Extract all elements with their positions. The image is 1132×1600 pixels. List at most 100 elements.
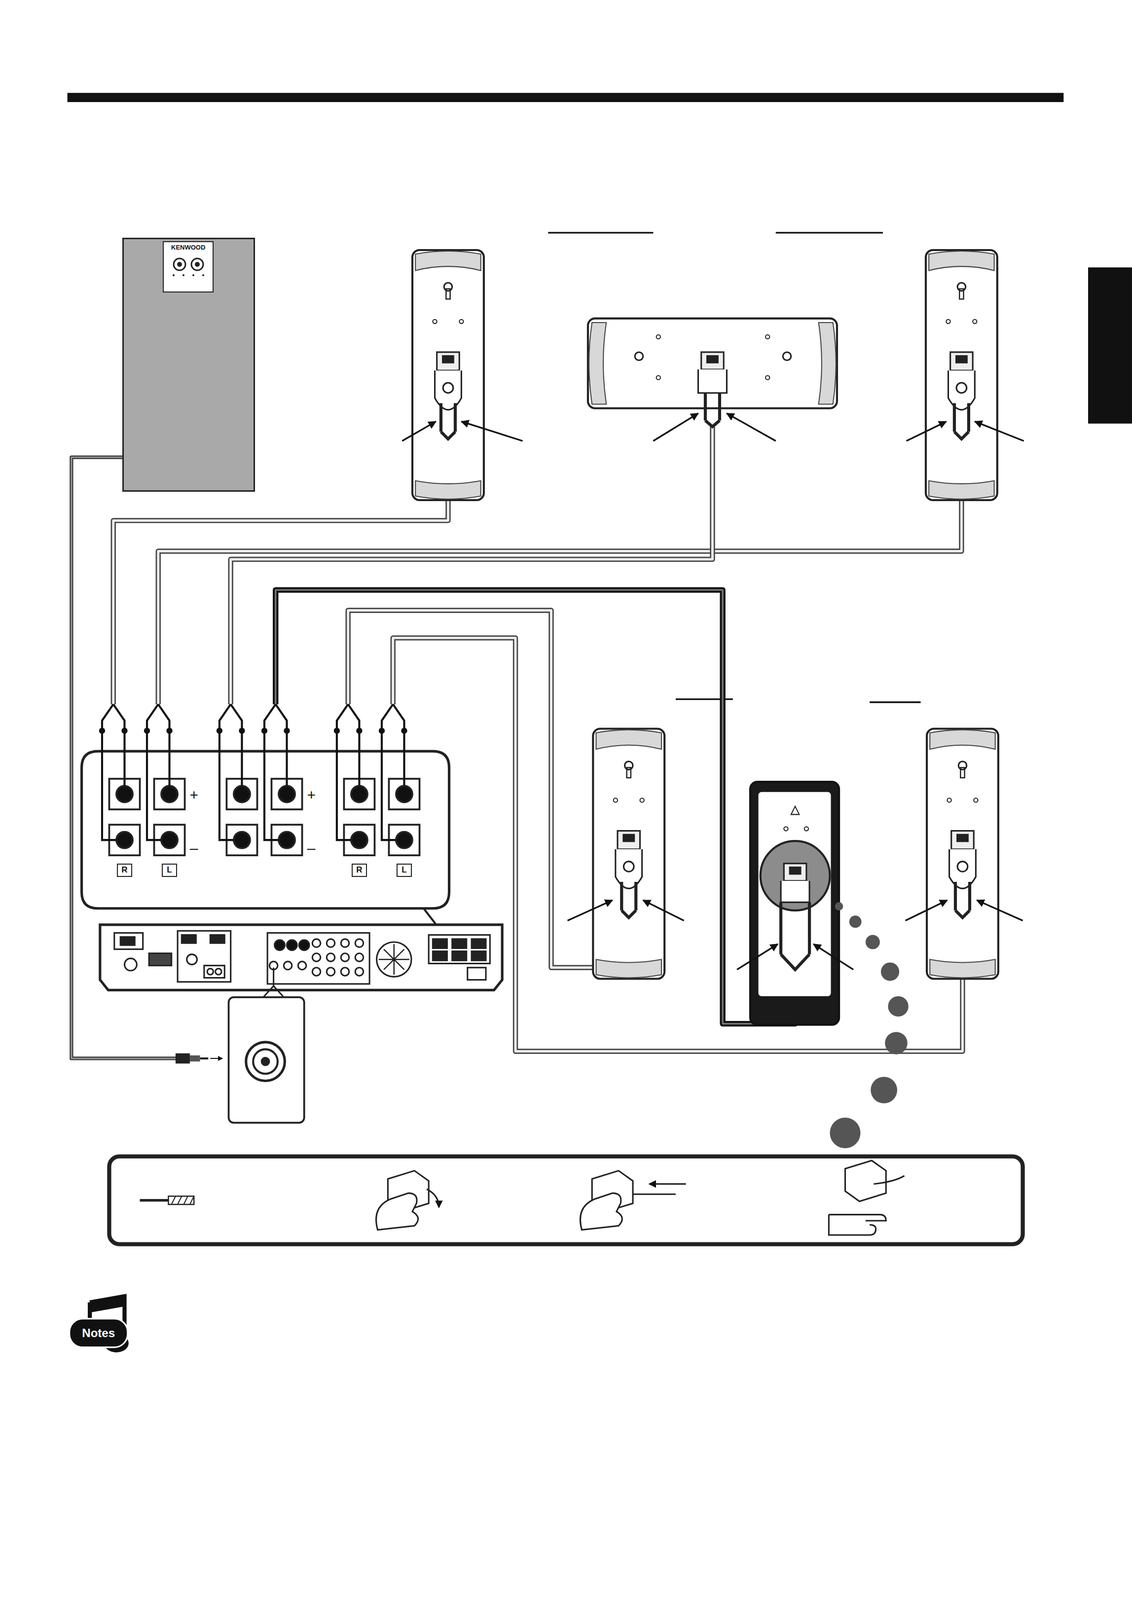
receiver-rear-panel [148, 953, 172, 966]
wire-tip [144, 727, 150, 734]
rear-speaker [791, 806, 800, 815]
wire-tip [216, 727, 223, 734]
wire-end [393, 704, 405, 787]
speaker-terminal [396, 785, 413, 803]
receiver-rear-panel [100, 924, 503, 990]
receiver-rear-panel [297, 961, 307, 970]
label-underline [547, 232, 921, 703]
speaker-cable [71, 426, 963, 1059]
instruction-box [426, 1189, 439, 1208]
wire-tip [166, 727, 173, 734]
center-speaker [782, 352, 792, 361]
receiver-rear-panel [124, 958, 137, 971]
step-dots [880, 962, 900, 981]
rear-speaker [804, 826, 809, 831]
speaker-terminal [116, 832, 133, 849]
wire-end [102, 704, 117, 840]
channel-letter: L [401, 865, 407, 876]
receiver-rear-panel [326, 953, 335, 962]
receiver-rear-panel [340, 967, 350, 977]
receiver-rear-panel [471, 939, 486, 949]
notes-heading: Notes [81, 1327, 115, 1340]
speaker-terminal [351, 785, 368, 803]
wire-end [230, 704, 243, 787]
pointer-arrow [643, 900, 685, 921]
pointer-arrow [736, 944, 778, 970]
receiver-rear-panel [274, 940, 286, 951]
instruction-box [844, 1160, 886, 1202]
receiver-rear-panel [100, 924, 503, 990]
receiver-rear-panel [267, 932, 370, 984]
wire-end [146, 704, 162, 840]
receiver-rear-panel [298, 940, 310, 951]
knob [191, 258, 204, 271]
wire-end [348, 704, 360, 787]
pointer-arrow [401, 421, 436, 441]
speaker-terminal [233, 832, 251, 849]
instruction-box [168, 1196, 194, 1205]
speaker-cable [113, 438, 449, 705]
minus-sign: – [307, 840, 316, 856]
speaker-terminal [278, 785, 295, 803]
front-right-speaker [925, 250, 998, 501]
rear-speaker [807, 902, 811, 955]
brand-name: KENWOOD [171, 244, 206, 252]
step-dots [865, 935, 880, 950]
pointer-arrow [726, 413, 776, 441]
speaker-terminal [161, 785, 178, 803]
rear-speaker [758, 792, 832, 997]
control-panel: KENWOOD [162, 241, 214, 293]
rca-plug [175, 1053, 190, 1064]
step-dots [870, 1076, 898, 1104]
receiver-rear-panel [312, 953, 321, 962]
wire-tip [99, 727, 106, 734]
rca-plug [210, 1058, 223, 1059]
center-speaker [656, 334, 661, 339]
receiver-rear-panel [428, 935, 490, 964]
section-tab [1088, 267, 1132, 424]
notes-icon [69, 1296, 129, 1353]
jack-callout [246, 1042, 286, 1082]
wire-end [102, 704, 405, 840]
indicator-dot [202, 274, 205, 277]
center-speaker [718, 393, 722, 421]
jack-callout [261, 1057, 270, 1066]
pointer-arrow [905, 900, 948, 921]
step-dots [835, 902, 844, 911]
speaker-terminal [233, 785, 251, 803]
wire-end [336, 704, 352, 840]
receiver-rear-panel [432, 939, 447, 949]
receiver-rear-panel [312, 967, 321, 977]
pointer-arrow [567, 900, 613, 921]
receiver-rear-panel [376, 942, 412, 977]
wire-end [219, 704, 234, 840]
center-speaker [656, 375, 661, 380]
center-speaker [818, 322, 837, 405]
jack-callout [228, 967, 305, 1124]
plus-sign: + [306, 787, 316, 803]
instruction-box [376, 1193, 419, 1230]
step-dots [829, 902, 909, 1149]
rear-speaker [780, 880, 810, 903]
channel-tag: L [396, 863, 412, 877]
rear-speaker [779, 902, 783, 955]
receiver-rear-panel [312, 939, 321, 948]
center-speaker [703, 393, 707, 421]
rca-plug [189, 1055, 201, 1062]
rear-speaker [783, 826, 788, 831]
center-speaker [765, 334, 770, 339]
jack-callout [228, 997, 305, 1124]
channel-tag: L [161, 863, 178, 877]
center-speaker [634, 352, 644, 361]
rear-speaker [789, 866, 802, 876]
wire-end [158, 704, 170, 787]
speaker-cable [158, 438, 962, 705]
wire-tip [401, 727, 407, 734]
speaker-terminal [278, 832, 295, 849]
center-speaker [705, 420, 720, 427]
wire-end [381, 704, 397, 840]
instruction-box [109, 1156, 1023, 1245]
rear-speaker [760, 840, 831, 911]
